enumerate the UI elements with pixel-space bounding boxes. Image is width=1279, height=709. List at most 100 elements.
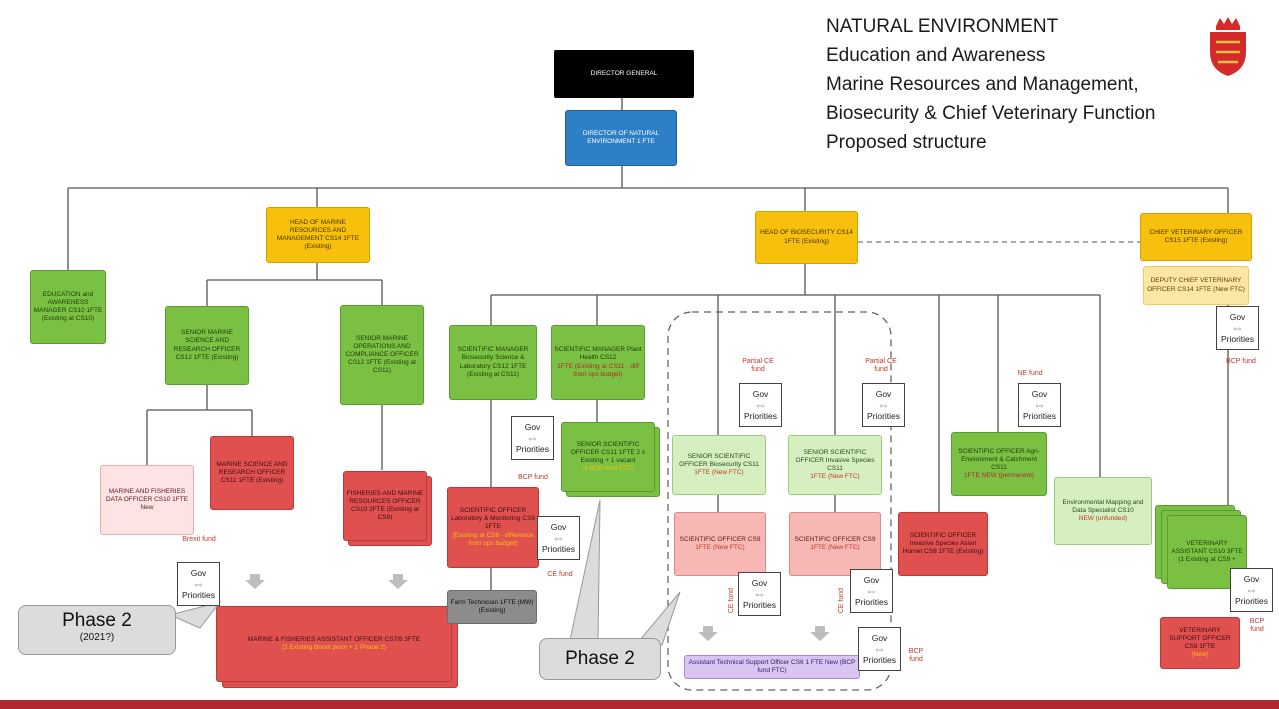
double-arrow-icon: ⇔ [754, 397, 767, 412]
priorities-label: Priorities [181, 590, 216, 600]
marine-science-officer-label: MARINE SCIENCE AND RESEARCH OFFICER CS11… [216, 460, 288, 485]
sci-mgr-plant-note: 1FTE (Existing at CS11 - diff from ops b… [557, 362, 639, 378]
head-marine-box: HEAD OF MARINE RESOURCES AND MANAGEMENT … [266, 207, 370, 263]
gov-priorities-box: Gov⇔Priorities [739, 383, 782, 427]
ne-fund-note: NE fund [1017, 370, 1043, 377]
double-arrow-icon: ⇔ [1231, 320, 1244, 335]
vet-support-box: VETERINARY SUPPORT OFFICER CS8 1FTE (New… [1160, 617, 1240, 669]
priorities-label: Priorities [541, 544, 576, 554]
sso-invasive-note: 1FTE (New FTC) [810, 473, 860, 481]
so-cs9-a-note: 1FTE (New FTC) [695, 544, 745, 551]
assistant-officers-note: (2 Existing Brexit perm + 1 Phase 2) [281, 644, 387, 651]
assistant-tech-label: Assistant Technical Support Officer CS6 … [688, 658, 856, 674]
env-mapping-box: Environmental Mapping and Data Specialis… [1054, 477, 1152, 545]
page-title: NATURAL ENVIRONMENT Education and Awaren… [826, 12, 1156, 157]
env-mapping-note: NEW (unfunded) [1078, 515, 1128, 523]
education-box: EDUCATION and AWARENESS MANAGER CS10 1FT… [30, 270, 106, 344]
gov-priorities-box: Gov⇔Priorities [511, 416, 554, 460]
priorities-label: Priorities [742, 600, 777, 610]
ce-fund-note: CE fund [728, 588, 735, 614]
senior-sci-cs11-note: (1 BCP fund FTC) [582, 465, 634, 473]
senior-marine-science-label: SENIOR MARINE SCIENCE AND RESEARCH OFFIC… [173, 329, 241, 361]
sso-biosecurity-box: SENIOR SCIENTIFIC OFFICER Biosecurity CS… [672, 435, 766, 495]
sci-officer-lab-note: (Existing at CS8 - difference from ops b… [452, 531, 534, 547]
sci-mgr-biosec-label: SCIENTIFIC MANAGER Biosecurity Science &… [457, 346, 529, 378]
title-line-5: Proposed structure [826, 132, 987, 153]
partial-ce-fund-note: Partial CE fund [742, 358, 774, 374]
senior-marine-science-box: SENIOR MARINE SCIENCE AND RESEARCH OFFIC… [165, 306, 249, 385]
phase-2-label: Phase 2 [62, 610, 132, 631]
title-line-4: Biosecurity & Chief Veterinary Function [826, 103, 1156, 124]
gov-label: Gov [871, 633, 888, 643]
gov-label: Gov [875, 389, 892, 399]
gov-label: Gov [1243, 574, 1260, 584]
ce-fund-note: CE fund [838, 588, 845, 614]
gov-label: Gov [751, 578, 768, 588]
head-marine-label: HEAD OF MARINE RESOURCES AND MANAGEMENT … [276, 218, 360, 251]
gov-priorities-box: Gov⇔Priorities [738, 572, 781, 616]
down-arrow-icon [388, 574, 408, 589]
vet-assistant-label: VETERINARY ASSISTANT CS10 3FTE (1 Existi… [1171, 539, 1243, 564]
double-arrow-icon: ⇔ [873, 641, 886, 656]
double-arrow-icon: ⇔ [753, 586, 766, 601]
jersey-crest-icon [1210, 17, 1246, 76]
gov-priorities-box: Gov⇔Priorities [850, 569, 893, 613]
double-arrow-icon: ⇔ [526, 430, 539, 445]
phase-2-label: Phase 2 [565, 648, 635, 669]
priorities-label: Priorities [743, 411, 778, 421]
so-agri-note: 1FTE NEW (permanent) [963, 472, 1035, 480]
double-arrow-icon: ⇔ [552, 530, 565, 545]
so-cs9-b-box: SCIENTIFIC OFFICER CS9 1FTE (New FTC) [789, 512, 881, 576]
title-line-2: Education and Awareness [826, 45, 1046, 66]
director-general-box: DIRECTOR GENERAL [554, 50, 694, 98]
gov-label: Gov [190, 568, 207, 578]
priorities-label: Priorities [1220, 334, 1255, 344]
head-biosecurity-label: HEAD OF BIOSECURITY CS14 1FTE (Existing) [760, 229, 853, 245]
marine-data-box: MARINE AND FISHERIES DATA OFFICER CS10 1… [100, 465, 194, 535]
sso-biosecurity-label: SENIOR SCIENTIFIC OFFICER Biosecurity CS… [679, 452, 759, 468]
sso-biosecurity-note: 1FTE (New FTC) [694, 469, 744, 477]
bcp-fund-note: BCP fund [1249, 618, 1265, 634]
priorities-label: Priorities [862, 655, 897, 665]
gov-label: Gov [524, 422, 541, 432]
double-arrow-icon: ⇔ [1245, 582, 1258, 597]
director-general-label: DIRECTOR GENERAL [590, 69, 658, 77]
assistant-officers-box: MARINE & FISHERIES ASSISTANT OFFICER CS7… [216, 606, 452, 682]
senior-sci-cs11-label: SENIOR SCIENTIFIC OFFICER CS11 1FTE 2 x … [570, 440, 646, 464]
sso-invasive-box: SENIOR SCIENTIFIC OFFICER Invasive Speci… [788, 435, 882, 495]
fisheries-officers-box: FISHERIES AND MARINE RESOURCES OFFICER C… [343, 471, 427, 541]
so-agri-box: SCIENTIFIC OFFICER Agri-Environment & Ca… [951, 432, 1047, 496]
gov-priorities-box: Gov⇔Priorities [1018, 383, 1061, 427]
footer-bar [0, 700, 1279, 709]
senior-marine-ops-box: SENIOR MARINE OPERATIONS AND COMPLIANCE … [340, 305, 424, 405]
partial-ce-fund-note: Partial CE fund [865, 358, 897, 374]
gov-priorities-box: Gov⇔Priorities [1230, 568, 1273, 612]
director-ne-box: DIRECTOR OF NATURAL ENVIRONMENT 1 FTE [565, 110, 677, 166]
phase-2-callout: Phase 2 [539, 638, 661, 680]
title-line-1: NATURAL ENVIRONMENT [826, 16, 1059, 37]
gov-label: Gov [752, 389, 769, 399]
assistant-officers-label: MARINE & FISHERIES ASSISTANT OFFICER CS7… [247, 635, 421, 643]
down-arrow-icon [810, 626, 830, 641]
sci-mgr-biosec-box: SCIENTIFIC MANAGER Biosecurity Science &… [449, 325, 537, 400]
so-invasive-hornet-box: SCIENTIFIC OFFICER Invasive Species Asia… [898, 512, 988, 576]
deputy-chief-vet-label: DEPUTY CHIEF VETERINARY OFFICER CS14 1FT… [1147, 277, 1245, 293]
chief-vet-box: CHIEF VETERINARY OFFICER CS15 1FTE (Exis… [1140, 213, 1252, 261]
gov-priorities-box: Gov⇔Priorities [537, 516, 580, 560]
vet-support-note: (New) [1191, 651, 1209, 659]
marine-data-label: MARINE AND FISHERIES DATA OFFICER CS10 1… [105, 487, 189, 512]
priorities-label: Priorities [1022, 411, 1057, 421]
sci-mgr-plant-label: SCIENTIFIC MANAGER Plant Health CS12 [554, 346, 642, 362]
sci-mgr-plant-box: SCIENTIFIC MANAGER Plant Health CS12 1FT… [551, 325, 645, 400]
gov-label: Gov [1031, 389, 1048, 399]
double-arrow-icon: ⇔ [1033, 397, 1046, 412]
director-ne-label: DIRECTOR OF NATURAL ENVIRONMENT 1 FTE [582, 129, 660, 145]
down-arrow-icon [698, 626, 718, 641]
sso-invasive-label: SENIOR SCIENTIFIC OFFICER Invasive Speci… [795, 448, 875, 472]
so-cs9-a-box: SCIENTIFIC OFFICER CS9 1FTE (New FTC) [674, 512, 766, 576]
farm-tech-label: Farm Technician 1FTE (MW) (Existing) [450, 598, 534, 614]
down-arrow-icon [245, 574, 265, 589]
sci-officer-lab-label: SCIENTIFIC OFFICER Laboratory & Monitori… [451, 507, 535, 531]
so-agri-label: SCIENTIFIC OFFICER Agri-Environment & Ca… [958, 447, 1040, 471]
